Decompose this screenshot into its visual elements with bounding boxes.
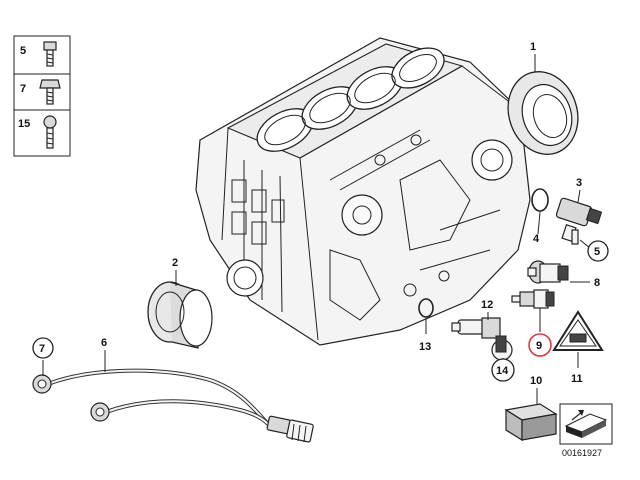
o-ring [418, 298, 434, 318]
callout-9-highlight [528, 333, 552, 357]
callout-10: 10 [530, 375, 542, 387]
crankshaft-sensor [555, 197, 603, 242]
knock-sensor-harness [32, 368, 314, 443]
callout-12: 12 [481, 299, 493, 311]
callout-14: 14 [496, 365, 509, 377]
screw-part [571, 229, 579, 245]
callout-labels: 1 2 3 4 5 6 7 8 9 10 11 12 13 14 [32, 41, 609, 387]
oil-pressure-switch [527, 260, 569, 284]
callout-1: 1 [530, 41, 536, 53]
temperature-sensor [511, 289, 555, 309]
legend-number: 15 [18, 118, 30, 130]
legend-number: 7 [20, 83, 26, 95]
o-ring [531, 188, 549, 212]
package-box [504, 403, 558, 442]
engine-block [195, 37, 531, 346]
callout-7: 7 [39, 343, 45, 355]
screw-icon [43, 41, 57, 67]
callout-5: 5 [594, 246, 600, 258]
callout-3: 3 [576, 177, 582, 189]
shaft-seal-ring [507, 71, 579, 155]
bolt-icon [39, 79, 61, 105]
callout-9: 9 [536, 340, 542, 352]
legend-number: 5 [20, 45, 26, 57]
solenoid-valve [451, 317, 513, 361]
diagram-id: 00161927 [562, 448, 602, 458]
warning-label [552, 310, 604, 351]
shaft-seal [147, 281, 213, 349]
callout-6: 6 [101, 337, 107, 349]
callout-4: 4 [533, 233, 540, 245]
callout-13: 13 [419, 341, 431, 353]
fastener-legend: 5 7 15 [13, 35, 71, 157]
callout-8: 8 [594, 277, 600, 289]
callout-2: 2 [172, 257, 178, 269]
stud-icon [43, 115, 57, 149]
callout-11: 11 [571, 373, 583, 385]
diagram-id-box: 00161927 [559, 403, 613, 458]
